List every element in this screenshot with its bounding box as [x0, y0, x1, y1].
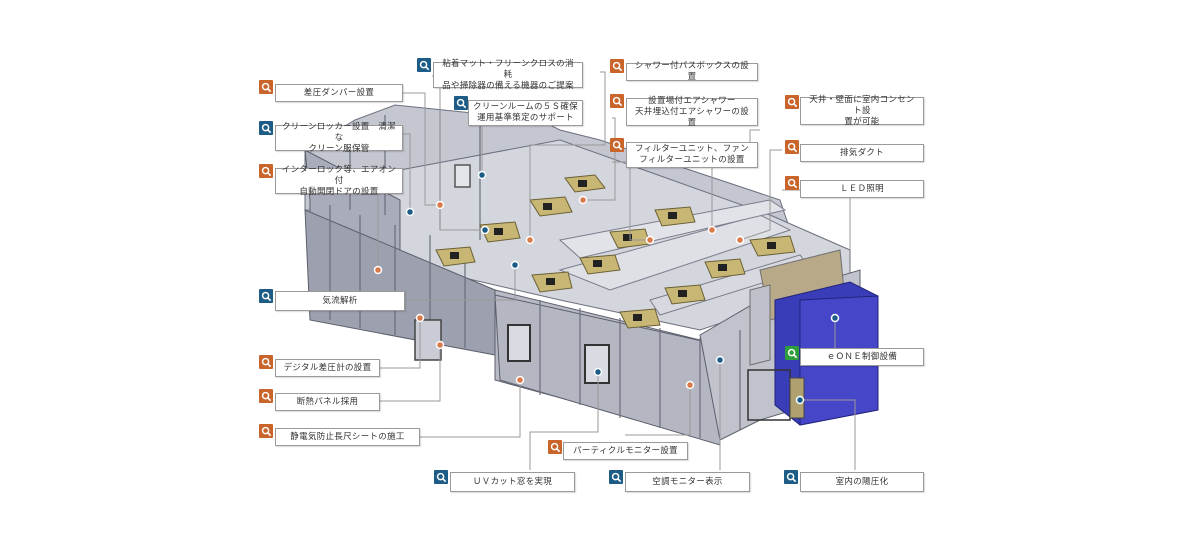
magnifier-icon [785, 95, 799, 109]
callout-label: 粘着マット・フリーンクロスの消耗 品や掃除器の備える機器のご提案 [442, 58, 574, 91]
callout-label: 気流解析 [322, 295, 358, 306]
callout-label: クリーンルームの５Ｓ確保 運用基準策定のサポート [473, 102, 578, 123]
callout-label: フィルターユニット、ファン フィルターユニットの設置 [634, 144, 750, 165]
magnifier-icon [610, 94, 624, 108]
callout-label: 断熱パネル採用 [296, 396, 359, 407]
callout-differential-pressure-damper: 差圧ダンパー設置 [275, 84, 403, 102]
callout-hvac-monitor: 空調モニター表示 [625, 472, 750, 492]
callout-digital-manometer: デジタル差圧計の設置 [275, 359, 380, 377]
callout-label: クリーンロッカー設置 清潔な クリーン服保管 [282, 121, 396, 154]
callout-label: 設置場付エアシャワー 天井埋込付エアシャワーの設置 [634, 95, 750, 128]
callout-label: ｅＯＮＥ制御設備 [826, 351, 898, 362]
callout-positive-pressure: 室内の陽圧化 [800, 472, 924, 492]
callout-eone-control: ｅＯＮＥ制御設備 [800, 348, 924, 366]
magnifier-icon [610, 59, 624, 73]
magnifier-icon [259, 80, 273, 94]
callout-label: 排気ダクト [839, 147, 884, 158]
magnifier-icon [259, 355, 273, 369]
callout-label: パーティクルモニター設置 [573, 445, 678, 456]
callout-particle-monitor: パーティクルモニター設置 [563, 442, 688, 460]
callout-interlock-door: インターロック等、エアオン付 自動開閉ドアの設置 [275, 165, 403, 197]
callout-consumables: 粘着マット・フリーンクロスの消耗 品や掃除器の備える機器のご提案 [433, 59, 583, 91]
magnifier-icon [785, 346, 799, 360]
callout-label: 静電気防止長尺シートの施工 [290, 431, 405, 442]
magnifier-icon [784, 470, 798, 484]
magnifier-icon [417, 58, 431, 72]
callout-label: ＬＥＤ照明 [839, 183, 884, 194]
magnifier-icon [434, 470, 448, 484]
magnifier-icon [259, 121, 273, 135]
callout-label: 差圧ダンパー設置 [303, 87, 375, 98]
magnifier-icon [259, 389, 273, 403]
callout-5s-support: クリーンルームの５Ｓ確保 運用基準策定のサポート [468, 100, 583, 126]
callout-pass-box: シャワー付パスボックスの設置 [626, 61, 758, 82]
callout-led-lighting: ＬＥＤ照明 [800, 180, 924, 198]
callout-label: 室内の陽圧化 [835, 476, 889, 487]
magnifier-icon [259, 164, 273, 178]
magnifier-icon [454, 96, 468, 110]
callout-outlet: 天井・壁面に室内コンセント設 置が可能 [800, 94, 924, 127]
callout-insulated-panel: 断熱パネル採用 [275, 393, 380, 411]
callout-label: シャワー付パスボックスの設置 [634, 61, 750, 82]
callout-label: インターロック等、エアオン付 自動開閉ドアの設置 [281, 164, 397, 197]
callout-exhaust-duct: 排気ダクト [800, 144, 924, 162]
callout-label: ＵＶカット窓を実現 [472, 476, 553, 487]
magnifier-icon [610, 138, 624, 152]
callout-antistatic-sheet: 静電気防止長尺シートの施工 [275, 428, 420, 446]
callout-clean-locker: クリーンロッカー設置 清潔な クリーン服保管 [275, 122, 403, 154]
magnifier-icon [548, 440, 562, 454]
callout-uv-cut-window: ＵＶカット窓を実現 [450, 472, 575, 492]
callout-airflow-analysis: 気流解析 [275, 291, 405, 311]
magnifier-icon [259, 424, 273, 438]
callout-label: 天井・壁面に室内コンセント設 置が可能 [809, 94, 915, 127]
callout-label: 空調モニター表示 [652, 476, 723, 487]
callout-air-shower: 設置場付エアシャワー 天井埋込付エアシャワーの設置 [626, 95, 758, 128]
magnifier-icon [609, 470, 623, 484]
magnifier-icon [259, 289, 273, 303]
magnifier-icon [785, 176, 799, 190]
magnifier-icon [785, 140, 799, 154]
callout-label: デジタル差圧計の設置 [283, 362, 372, 373]
callout-filter-unit: フィルターユニット、ファン フィルターユニットの設置 [626, 142, 758, 168]
